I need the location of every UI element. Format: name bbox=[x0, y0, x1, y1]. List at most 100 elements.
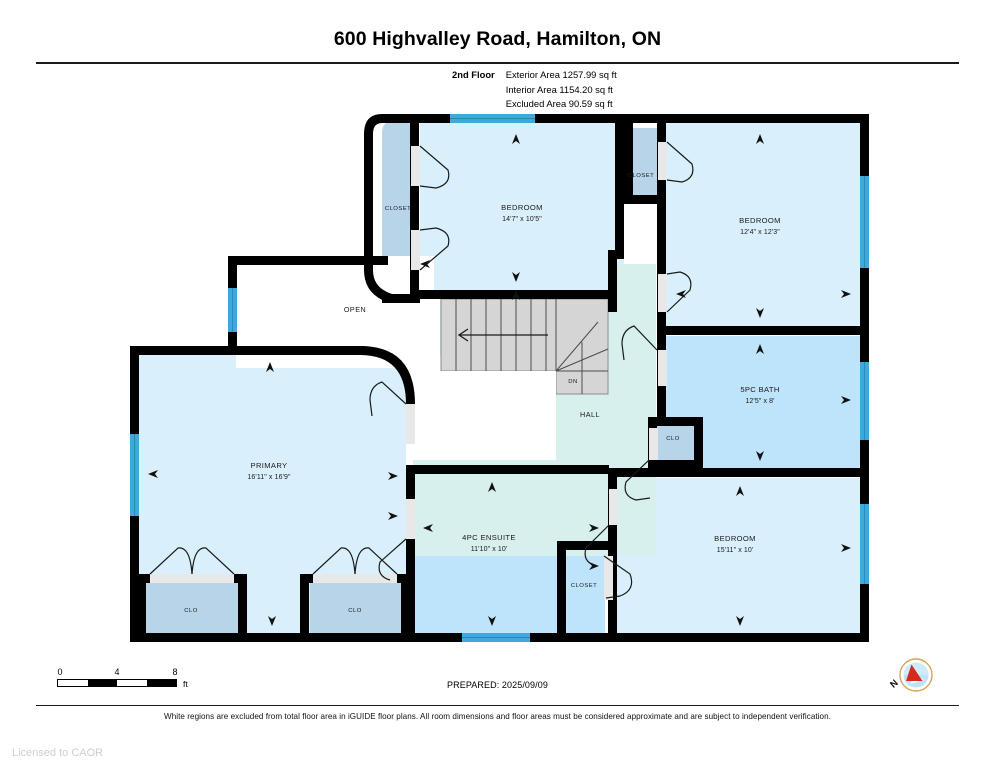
stair-underside-void bbox=[413, 371, 556, 460]
wall-clo-pl-right bbox=[238, 574, 247, 634]
door-gap-closet-a bbox=[411, 146, 420, 186]
wall-top bbox=[382, 114, 860, 123]
wall-clo-hall-top bbox=[648, 417, 703, 426]
floor-plan: BEDROOM 14'7" x 10'5" BEDROOM 12'4" x 12… bbox=[0, 104, 995, 649]
wall-clo-pr-right bbox=[401, 574, 410, 634]
license-text: Licensed to CAOR bbox=[12, 747, 104, 759]
arrow-bedroom-front-top bbox=[512, 134, 520, 144]
label-bedroom-right-bottom: BEDROOM bbox=[714, 534, 756, 543]
exterior-area: Exterior Area 1257.99 sq ft bbox=[505, 69, 617, 80]
label-primary: PRIMARY bbox=[251, 461, 288, 470]
label-ensuite-4pc: 4PC ENSUITE bbox=[462, 533, 516, 542]
wall-ensuite-left bbox=[406, 465, 415, 642]
fill-closet-bedroom-front bbox=[382, 122, 418, 294]
scale-seg-2 bbox=[87, 680, 117, 686]
wall-bedroom-br-left bbox=[608, 468, 617, 642]
door-gap-primary-entry bbox=[406, 404, 415, 444]
door-gap-closet-top bbox=[658, 142, 667, 180]
page-title: 600 Highvalley Road, Hamilton, ON bbox=[333, 28, 662, 50]
arrow-primary-right2 bbox=[388, 512, 398, 520]
dim-bedroom-right-bottom: 15'11" x 10' bbox=[717, 547, 754, 554]
arrow-ensuite-right bbox=[589, 524, 599, 532]
arrow-ensuite-bottom bbox=[488, 616, 496, 626]
door-gap-clo-pr bbox=[313, 574, 397, 583]
scale-seg-4 bbox=[146, 680, 176, 686]
scale-tick-8: 8 bbox=[172, 667, 178, 677]
stairs-direction-arrow bbox=[457, 328, 548, 342]
arrow-ensuite-left bbox=[423, 524, 433, 532]
title-divider bbox=[36, 62, 959, 64]
arrow-bath-top bbox=[756, 344, 764, 354]
wall-clo-pr-left bbox=[300, 574, 309, 634]
dim-bath-5pc: 12'5" x 8' bbox=[745, 398, 774, 405]
dim-bedroom-right-top: 12'4" x 12'3" bbox=[740, 229, 780, 236]
camera-arrows bbox=[148, 134, 851, 626]
scale-ticks: 0 4 8 bbox=[57, 667, 187, 679]
plan-header: 600 Highvalley Road, Hamilton, ON bbox=[0, 0, 995, 64]
wall-bath-bottom bbox=[617, 468, 869, 477]
door-gap-primary-hall bbox=[406, 499, 415, 539]
window-mullions bbox=[134, 118, 865, 638]
staircase bbox=[440, 298, 609, 395]
arrow-primary-top bbox=[266, 362, 274, 372]
door-gap-closet-b bbox=[411, 230, 420, 270]
arrow-bedroom-rt-left bbox=[676, 290, 686, 298]
door-gap-bedroom-br bbox=[609, 489, 618, 525]
arrow-bedroom-rt-right bbox=[841, 290, 851, 298]
wall-right-bedroom-left bbox=[657, 203, 666, 330]
arrow-bedroom-rt-bottom bbox=[756, 308, 764, 318]
arrow-bedroom-rt-top bbox=[756, 134, 764, 144]
wall-open-left-lower bbox=[228, 332, 237, 354]
arrow-bedroom-front-bottom bbox=[512, 272, 520, 282]
arrow-bedroom-br-bottom bbox=[736, 616, 744, 626]
wall-open-bottom-stub bbox=[228, 346, 248, 355]
wall-closet-curve bbox=[364, 114, 400, 303]
door-gap-bedroom-rt bbox=[658, 274, 667, 312]
wall-closet-front-bottom bbox=[382, 294, 420, 303]
label-bedroom-right-top: BEDROOM bbox=[739, 216, 781, 225]
door-gap-closet-ensuite2 bbox=[604, 556, 613, 600]
wall-open-left bbox=[228, 256, 237, 288]
prepared-date: PREPARED: 2025/09/09 bbox=[447, 680, 548, 690]
wall-bedroom-front-right bbox=[615, 123, 624, 250]
arrow-ensuite-top bbox=[488, 482, 496, 492]
area-summary: 2nd Floor Exterior Area 1257.99 sq ft In… bbox=[452, 68, 617, 112]
fill-hall bbox=[413, 264, 656, 556]
scale-tick-0: 0 bbox=[57, 667, 63, 677]
wall-hall-right-upper bbox=[608, 250, 617, 312]
stairs-winder-lines bbox=[555, 321, 609, 394]
wall-closet-ensuite-top bbox=[557, 541, 617, 550]
area-lines: Exterior Area 1257.99 sq ft Interior Are… bbox=[506, 68, 617, 112]
dim-bedroom-front: 14'7" x 10'5" bbox=[502, 216, 542, 223]
wall-ensuite-top bbox=[406, 465, 609, 474]
scale-tick-4: 4 bbox=[114, 667, 120, 677]
label-stairs-down: DN bbox=[568, 379, 577, 385]
arrow-primary-left bbox=[148, 470, 158, 478]
arrow-bath-right bbox=[841, 396, 851, 404]
footer-divider bbox=[36, 705, 959, 706]
arrow-bedroom-br-right bbox=[841, 544, 851, 552]
wall-hall-bedroom-front bbox=[608, 250, 624, 259]
interior-area: Interior Area 1154.20 sq ft bbox=[505, 83, 613, 95]
compass-needle bbox=[906, 664, 923, 681]
label-open: OPEN bbox=[344, 305, 366, 314]
open-void-upper bbox=[236, 256, 434, 368]
fill-bedroom-right-top bbox=[666, 122, 860, 326]
wall-clo-pl-left bbox=[137, 574, 146, 634]
scale-seg-3 bbox=[117, 680, 147, 686]
excluded-white-regions bbox=[236, 256, 556, 460]
windows bbox=[130, 114, 869, 642]
arrow-stairs-down bbox=[512, 290, 520, 300]
arrow-closet-front bbox=[420, 260, 430, 268]
wall-closet-top-bottom bbox=[624, 195, 666, 204]
door-gap-clo-hall bbox=[649, 428, 658, 460]
fill-bedroom-front bbox=[420, 122, 624, 294]
wall-open-upper bbox=[228, 256, 388, 265]
excluded-area: Excluded Area 90.59 sq ft bbox=[505, 98, 613, 110]
room-labels: BEDROOM 14'7" x 10'5" BEDROOM 12'4" x 12… bbox=[184, 173, 781, 614]
door-swing-arcs bbox=[149, 141, 694, 599]
wall-primary-corner bbox=[360, 346, 415, 434]
wall-clo-hall-right bbox=[694, 417, 703, 469]
dim-primary: 16'11" x 16'9" bbox=[247, 474, 291, 481]
wall-closet-top-left bbox=[624, 123, 633, 203]
